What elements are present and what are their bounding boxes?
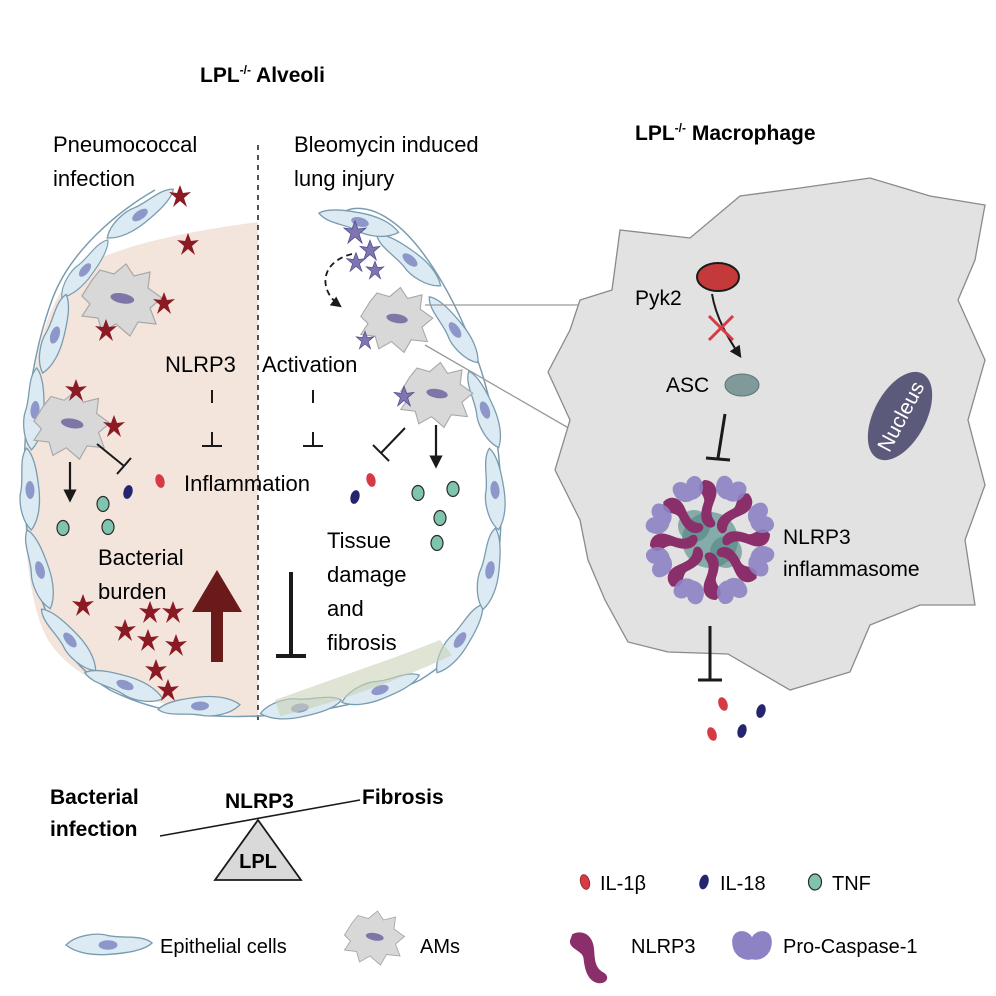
legend-nlrp3-swatch xyxy=(566,927,611,989)
legend-il1b-swatch xyxy=(579,874,591,890)
blocked-x-icon xyxy=(707,314,735,342)
balance-center-label: NLRP3 xyxy=(225,790,294,813)
asc-molecule xyxy=(724,373,760,397)
pyk2-molecule xyxy=(696,262,740,292)
bleomycin-particle xyxy=(365,260,385,280)
epithelial-cell xyxy=(480,446,509,532)
inhibition-left xyxy=(202,390,222,447)
il1b-molecule xyxy=(155,474,165,488)
legend-il18-swatch xyxy=(699,874,709,890)
alveoli-cytokines xyxy=(56,473,460,552)
alveolar-macrophage xyxy=(360,287,434,353)
macrophage-title: LPL-/- Macrophage xyxy=(635,121,816,145)
infection-region xyxy=(24,222,258,718)
am-inhibition-right xyxy=(372,427,406,462)
alveolar-macrophage xyxy=(400,362,474,428)
il18-molecule xyxy=(737,724,747,738)
epithelial-cell xyxy=(100,181,181,247)
il1b-molecule xyxy=(366,473,376,487)
macrophage-panel: LPL-/- Macrophage Pyk2 ASC Nucleus xyxy=(547,121,986,741)
tnf-molecule xyxy=(433,509,447,527)
legend-nlrp3-label: NLRP3 xyxy=(631,936,695,958)
epithelial-cell xyxy=(427,599,493,679)
activation-label: Activation xyxy=(262,352,357,377)
legend: IL-1β IL-18 TNF Epithelial cells AMs NLR… xyxy=(65,873,918,989)
balance-right-label: Fibrosis xyxy=(362,786,444,809)
bacterial-burden-up-arrow xyxy=(192,570,242,662)
balance-diagram: Bacterial infection NLRP3 Fibrosis LPL xyxy=(50,786,444,881)
legend-procaspase-swatch xyxy=(732,931,772,960)
epithelial-cell xyxy=(472,526,508,612)
legend-il18-label: IL-18 xyxy=(720,873,766,895)
bacterial-burden-label: Bacterial burden xyxy=(98,545,190,604)
tissue-damage-label: Tissue damage and fibrosis xyxy=(327,528,413,655)
pyk2-label: Pyk2 xyxy=(635,287,682,310)
alveoli-title: LPL-/- Alveoli xyxy=(200,63,325,87)
legend-epithelial-label: Epithelial cells xyxy=(160,936,287,958)
tnf-molecule xyxy=(430,534,444,552)
legend-tnf-swatch xyxy=(807,873,823,891)
bleomycin-particle xyxy=(359,239,381,261)
inflammasome-inhibition xyxy=(698,626,722,682)
right-condition-label: Bleomycin induced lung injury xyxy=(294,132,485,191)
legend-procaspase-label: Pro-Caspase-1 xyxy=(783,936,918,958)
il1b-molecule xyxy=(718,697,728,711)
epithelial-cell xyxy=(421,289,487,370)
il18-molecule xyxy=(123,485,133,499)
balance-left-label: Bacterial infection xyxy=(50,786,145,841)
alveoli-panel: LPL-/- Alveoli Pneumococcal infection Bl… xyxy=(17,63,509,724)
balance-beam xyxy=(159,799,361,837)
tnf-molecule xyxy=(56,519,70,537)
tnf-molecule xyxy=(411,484,425,502)
fibrotic-band xyxy=(275,640,452,716)
tnf-molecule xyxy=(101,518,115,536)
il18-molecule xyxy=(756,704,766,718)
legend-il1b-label: IL-1β xyxy=(600,873,646,895)
balance-fulcrum xyxy=(213,818,303,881)
left-condition-label: Pneumococcal infection xyxy=(53,132,203,191)
bacterium xyxy=(169,185,191,207)
inhibition-right xyxy=(303,390,323,447)
released-cytokines xyxy=(707,697,766,741)
tnf-molecule xyxy=(446,480,460,498)
inflammation-label: Inflammation xyxy=(184,471,310,496)
tnf-molecule xyxy=(96,495,110,513)
am-inhibition-left xyxy=(96,443,132,475)
legend-tnf-label: TNF xyxy=(832,873,871,895)
zoom-line-bottom xyxy=(424,344,573,431)
inflammasome-label: NLRP3 inflammasome xyxy=(783,526,920,581)
legend-epithelial-swatch xyxy=(65,933,153,956)
legend-am-label: AMs xyxy=(420,936,460,958)
nucleus: Nucleus xyxy=(867,371,933,461)
nlrp3-label: NLRP3 xyxy=(165,352,236,377)
bleomycin-uptake-arrow xyxy=(324,253,353,308)
legend-am-swatch xyxy=(344,910,405,966)
asc-label: ASC xyxy=(666,374,709,397)
asc-inhibition xyxy=(705,413,731,462)
fulcrum-label: LPL xyxy=(239,851,277,873)
nlrp3-inflammasome xyxy=(643,473,777,607)
il18-molecule xyxy=(350,490,360,504)
tissue-damage-inhibition xyxy=(276,572,306,658)
il1b-molecule xyxy=(707,727,717,741)
